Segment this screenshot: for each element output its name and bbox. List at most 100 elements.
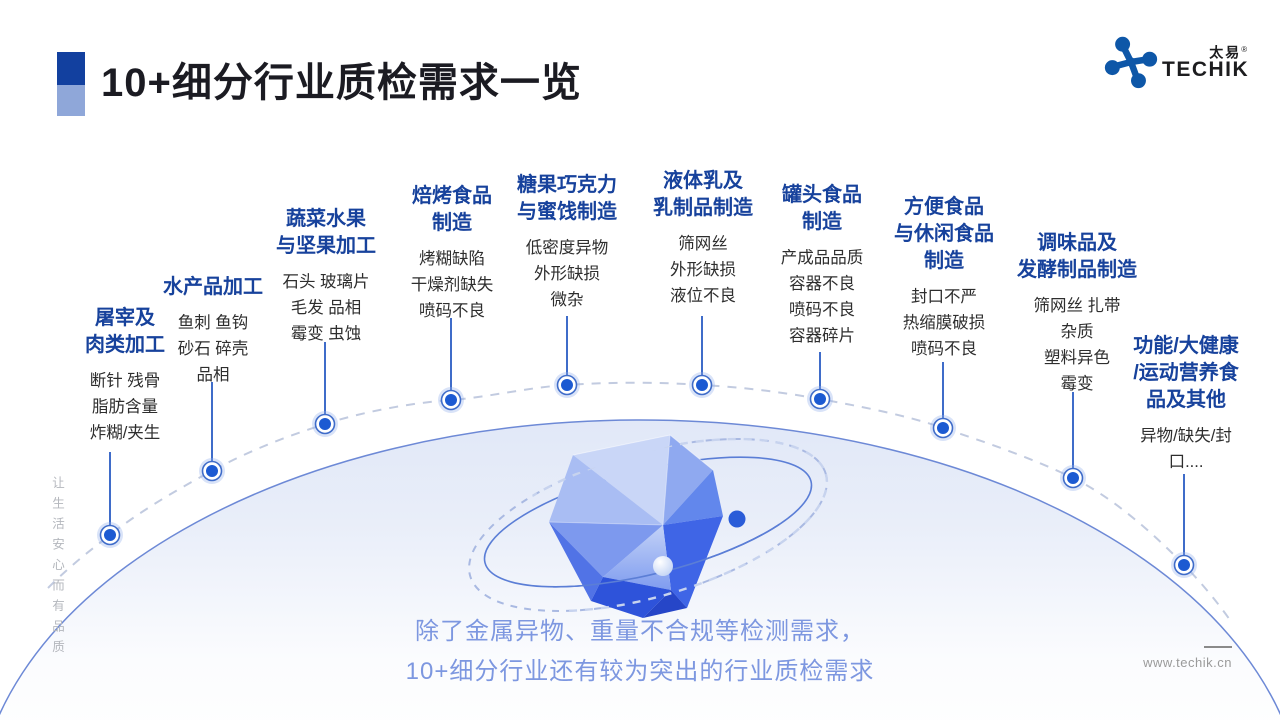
text-line: 霉变 虫蚀: [290, 325, 362, 343]
text-line: 调味品及: [1037, 232, 1117, 254]
text-line: 焙烤食品: [412, 185, 492, 207]
category-title: 水产品加工: [125, 274, 301, 301]
text-line: 脂肪含量: [92, 398, 158, 416]
bottom-caption: 除了金属异物、重量不合规等检测需求， 10+细分行业还有较为突出的行业质检需求: [280, 612, 1000, 692]
node-dot: [312, 411, 338, 437]
text-line: 低密度异物: [525, 239, 609, 257]
text-line: 功能/大健康: [1133, 335, 1239, 357]
techik-logo-icon: [1104, 36, 1158, 89]
text-line: 断针 残骨: [89, 372, 161, 390]
node-dots: [97, 372, 1197, 578]
industry-category-2: 水产品加工 鱼刺 鱼钩砂石 碎壳品相: [125, 274, 301, 388]
text-line: 烤糊缺陷: [419, 250, 485, 268]
text-line: 乳制品制造: [653, 197, 753, 219]
text-line: 炸糊/夹生: [89, 424, 161, 442]
node-dot: [930, 415, 956, 441]
industry-category-3: 蔬菜水果与坚果加工 石头 玻璃片毛发 品相霉变 虫蚀: [238, 206, 414, 347]
text-line: 塑料异色: [1044, 349, 1110, 367]
text-line: 与坚果加工: [276, 235, 376, 257]
text-line: 喷码不良: [419, 302, 485, 320]
logo-brand-en: TECHIK: [1162, 58, 1250, 82]
industry-category-5: 糖果巧克力与蜜饯制造 低密度异物外形缺损微杂: [479, 172, 655, 313]
category-items: 筛网丝 扎带杂质塑料异色霉变: [989, 293, 1165, 397]
text-line: 干燥剂缺失: [410, 276, 494, 294]
category-title: 罐头食品制造: [734, 182, 910, 236]
text-line: 屠宰及: [95, 307, 155, 329]
node-dot: [689, 372, 715, 398]
title-marker-dark: [57, 52, 85, 85]
category-items: 断针 残骨脂肪含量炸糊/夹生: [37, 368, 213, 446]
text-line: 外形缺损: [670, 261, 736, 279]
text-line: 容器碎片: [789, 327, 855, 345]
page-title: 10+细分行业质检需求一览: [101, 61, 582, 105]
side-slogan: 让生活安心而有品质: [50, 476, 64, 661]
text-line: 制造: [924, 250, 964, 272]
text-line: 水产品加工: [163, 276, 263, 298]
techik-logo-words: 太易® TECHIK: [1162, 43, 1249, 82]
text-line: 杂质: [1060, 323, 1094, 341]
category-title: 蔬菜水果与坚果加工: [238, 206, 414, 260]
registered-mark: ®: [1241, 44, 1250, 54]
text-line: 毛发 品相: [290, 299, 362, 317]
category-items: 封口不严热缩膜破损喷码不良: [856, 284, 1032, 362]
text-line: 筛网丝 扎带: [1033, 297, 1121, 315]
category-items: 异物/缺失/封口....: [1098, 423, 1274, 475]
logo-brand-cn: 太易®: [1209, 44, 1250, 61]
orbit-satellite-sphere: [653, 556, 673, 576]
text-line: 发酵制品制造: [1017, 259, 1137, 281]
footer-url: www.techik.cn: [1143, 655, 1232, 670]
text-line: 品相: [196, 366, 230, 384]
node-dot: [199, 458, 225, 484]
category-items: 低密度异物外形缺损微杂: [479, 235, 655, 313]
category-items: 鱼刺 鱼钩砂石 碎壳品相: [125, 310, 301, 388]
category-title: 屠宰及肉类加工: [37, 305, 213, 359]
industry-category-10: 功能/大健康/运动营养食品及其他 异物/缺失/封口....: [1098, 333, 1274, 475]
node-dot: [1060, 465, 1086, 491]
text-line: 霉变: [1060, 375, 1094, 393]
node-dot: [438, 387, 464, 413]
text-line: 喷码不良: [789, 301, 855, 319]
category-title: 糖果巧克力与蜜饯制造: [479, 172, 655, 226]
text-line: 蔬菜水果: [286, 208, 366, 230]
text-line: 石头 玻璃片: [282, 273, 370, 291]
text-line: 肉类加工: [85, 334, 165, 356]
text-line: 微杂: [550, 291, 584, 309]
text-line: 方便食品: [904, 196, 984, 218]
footer: www.techik.cn: [1143, 646, 1232, 672]
connector-lines: [109, 316, 1185, 565]
text-line: 筛网丝: [678, 235, 728, 253]
title-marker-light: [57, 85, 85, 116]
text-line: 糖果巧克力: [517, 174, 617, 196]
node-dot: [1171, 552, 1197, 578]
category-items: 石头 玻璃片毛发 品相霉变 虫蚀: [238, 269, 414, 347]
text-line: 口....: [1168, 453, 1204, 471]
text-line: 砂石 碎壳: [177, 340, 249, 358]
caption-line-1: 除了金属异物、重量不合规等检测需求，: [415, 618, 865, 645]
orbit-satellite-dot: [728, 510, 746, 528]
text-line: 罐头食品: [782, 184, 862, 206]
title-marker: [57, 52, 85, 116]
text-line: 制造: [802, 211, 842, 233]
text-line: 液体乳及: [663, 170, 743, 192]
category-title: 液体乳及乳制品制造: [615, 168, 791, 222]
industry-category-1: 屠宰及肉类加工 断针 残骨脂肪含量炸糊/夹生: [37, 305, 213, 446]
category-title: 功能/大健康/运动营养食品及其他: [1098, 333, 1274, 414]
text-line: 品及其他: [1146, 389, 1226, 411]
text-line: 喷码不良: [911, 340, 977, 358]
category-items: 烤糊缺陷干燥剂缺失喷码不良: [364, 246, 540, 324]
category-items: 产成品品质容器不良喷码不良容器碎片: [734, 245, 910, 349]
text-line: 制造: [432, 212, 472, 234]
text-line: 外形缺损: [534, 265, 600, 283]
text-line: 产成品品质: [780, 249, 864, 267]
footer-dash: [1204, 646, 1232, 648]
text-line: 与休闲食品: [894, 223, 994, 245]
industry-category-8: 方便食品与休闲食品制造 封口不严热缩膜破损喷码不良: [856, 194, 1032, 362]
text-line: 热缩膜破损: [902, 314, 986, 332]
text-line: 液位不良: [670, 287, 736, 305]
industry-category-9: 调味品及发酵制品制造 筛网丝 扎带杂质塑料异色霉变: [989, 230, 1165, 397]
text-line: 容器不良: [789, 275, 855, 293]
industry-category-6: 液体乳及乳制品制造 筛网丝外形缺损液位不良: [615, 168, 791, 309]
node-dot: [97, 522, 123, 548]
